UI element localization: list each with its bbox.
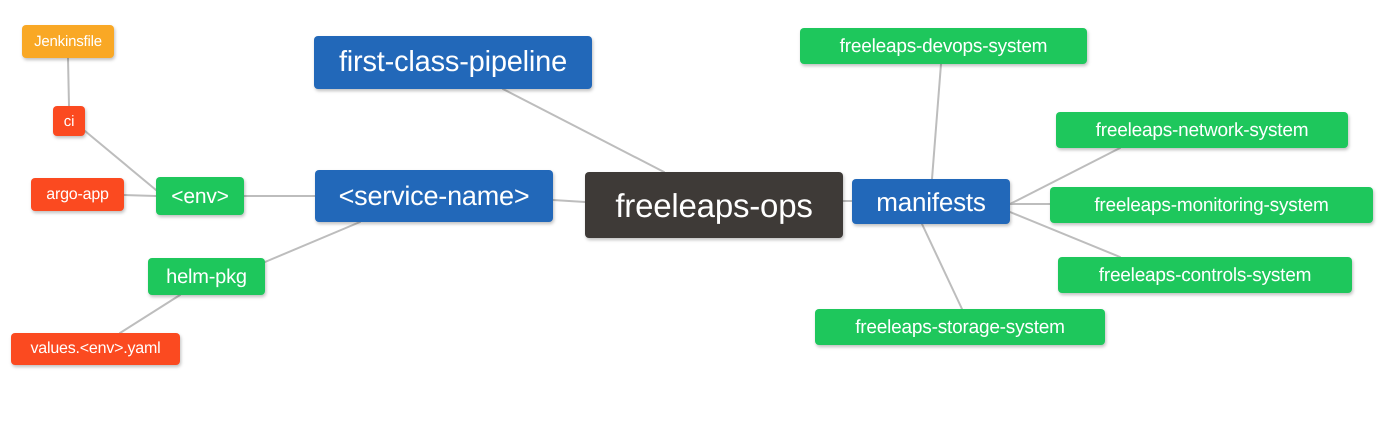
node-label: <service-name> [338,180,530,211]
edge-argo-app-to-env [123,194,157,197]
mindmap-node-manifests[interactable]: manifests [852,179,1010,224]
node-label: helm-pkg [166,265,247,288]
edge-first-class-pipeline-to-freeleaps-ops [502,88,665,173]
mindmap-node-freeleaps-monitoring-system[interactable]: freeleaps-monitoring-system [1050,187,1373,223]
mindmap-node-jenkinsfile[interactable]: Jenkinsfile [22,25,114,58]
edge-service-name-to-freeleaps-ops [552,199,586,203]
node-label: Jenkinsfile [34,33,102,50]
node-label: argo-app [46,185,109,203]
node-label: freeleaps-ops [615,186,813,224]
node-label: freeleaps-controls-system [1098,264,1312,286]
node-label: ci [63,112,75,130]
node-label: freeleaps-storage-system [855,316,1065,338]
mindmap-node-argo-app[interactable]: argo-app [31,178,124,211]
node-label: first-class-pipeline [338,46,568,78]
node-label: freeleaps-monitoring-system [1094,194,1329,216]
mindmap-node-env[interactable]: <env> [156,177,244,215]
mindmap-node-helm-pkg[interactable]: helm-pkg [148,258,265,295]
edge-values-yaml-to-helm-pkg [119,294,181,334]
node-label: manifests [876,186,986,217]
mindmap-node-freeleaps-devops-system[interactable]: freeleaps-devops-system [800,28,1087,64]
mindmap-node-ci[interactable]: ci [53,106,85,136]
mindmap-node-freeleaps-storage-system[interactable]: freeleaps-storage-system [815,309,1105,345]
node-label: freeleaps-devops-system [839,35,1048,57]
mindmap-node-service-name[interactable]: <service-name> [315,170,553,222]
edge-jenkinsfile-to-ci [67,57,70,107]
edge-manifests-to-freeleaps-devops-system [931,63,942,180]
node-label: freeleaps-network-system [1095,119,1309,141]
mindmap-node-first-class-pipeline[interactable]: first-class-pipeline [314,36,592,89]
node-label: <env> [171,184,229,208]
node-label: values.<env>.yaml [30,340,161,357]
mindmap-node-freeleaps-controls-system[interactable]: freeleaps-controls-system [1058,257,1352,293]
edge-manifests-to-freeleaps-storage-system [921,223,963,310]
mindmap-node-freeleaps-network-system[interactable]: freeleaps-network-system [1056,112,1348,148]
mindmap-node-freeleaps-ops[interactable]: freeleaps-ops [585,172,843,238]
mindmap-node-values-yaml[interactable]: values.<env>.yaml [11,333,180,365]
edge-helm-pkg-to-service-name [264,221,361,263]
